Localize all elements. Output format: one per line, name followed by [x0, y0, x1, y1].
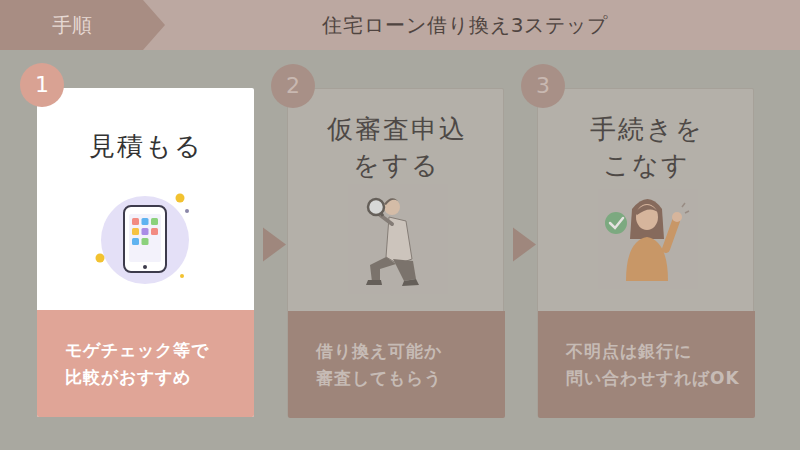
- step-card: 手続きを こなす3不明点は銀行に 問い合わせすればOK: [537, 88, 754, 417]
- tab-label: 手順: [0, 0, 143, 50]
- step-heading: 手続きを こなす: [548, 111, 745, 183]
- step-arrow: [513, 228, 536, 262]
- step-number-label: 2: [271, 64, 315, 108]
- step-number: 2: [271, 64, 315, 108]
- step-card: 仮審査申込 をする2借り換え可能か 審査してもらう: [287, 88, 504, 417]
- step-number: 3: [521, 64, 565, 108]
- step-number: 1: [20, 63, 64, 107]
- note-band: 借り換え可能か 審査してもらう: [288, 311, 505, 418]
- note-text: 不明点は銀行に 問い合わせすればOK: [566, 338, 743, 392]
- note-text: モゲチェック等で 比較がおすすめ: [65, 337, 242, 391]
- step-heading: 見積もる: [47, 128, 244, 164]
- note-text: 借り換え可能か 審査してもらう: [316, 338, 493, 392]
- step-card: 見積もる1モゲチェック等で 比較がおすすめ: [37, 88, 254, 417]
- step-heading: 仮審査申込 をする: [298, 111, 495, 183]
- header-title: 住宅ローン借り換え3ステップ: [200, 0, 730, 50]
- step-tab: 手順: [0, 0, 165, 50]
- note-band: 不明点は銀行に 問い合わせすればOK: [538, 311, 755, 418]
- note-band: モゲチェック等で 比較がおすすめ: [37, 310, 254, 417]
- step-arrow: [263, 228, 286, 262]
- step-number-label: 3: [521, 64, 565, 108]
- step-number-label: 1: [20, 63, 64, 107]
